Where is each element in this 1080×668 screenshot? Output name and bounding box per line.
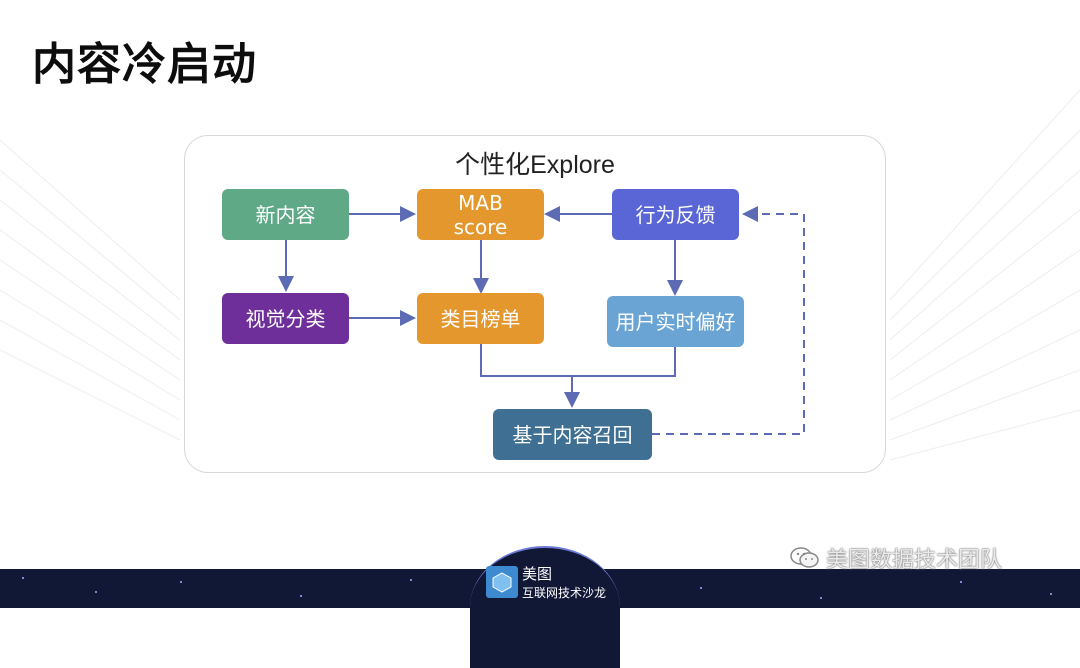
node-user-preference-label: 用户实时偏好 [615, 309, 736, 334]
logo-title: 美图 [522, 565, 553, 583]
slide-title: 内容冷启动 [32, 39, 257, 90]
logo-subtitle: 互联网技术沙龙 [522, 586, 607, 600]
wechat-watermark: 美图数据技术团队 [790, 542, 1002, 574]
node-content-recall: 基于内容召回 [493, 409, 652, 460]
node-new-content-label: 新内容 [255, 202, 316, 227]
node-behavior-feedback: 行为反馈 [612, 189, 739, 240]
node-mab-line1: MAB [458, 190, 503, 215]
salon-logo-icon [486, 566, 518, 598]
node-content-recall-label: 基于内容召回 [512, 422, 633, 447]
node-user-preference: 用户实时偏好 [607, 296, 744, 347]
node-new-content: 新内容 [222, 189, 349, 240]
wechat-icon [790, 547, 819, 568]
node-category-rank-label: 类目榜单 [440, 306, 521, 331]
node-visual-classify-label: 视觉分类 [245, 306, 326, 331]
diagram-title: 个性化Explore [455, 151, 615, 179]
node-behavior-feedback-label: 行为反馈 [635, 202, 716, 227]
node-mab-score: MAB score [417, 189, 544, 240]
node-visual-classify: 视觉分类 [222, 293, 349, 344]
node-mab-line2: score [453, 214, 508, 239]
watermark-text: 美图数据技术团队 [826, 548, 1003, 573]
node-category-rank: 类目榜单 [417, 293, 544, 344]
